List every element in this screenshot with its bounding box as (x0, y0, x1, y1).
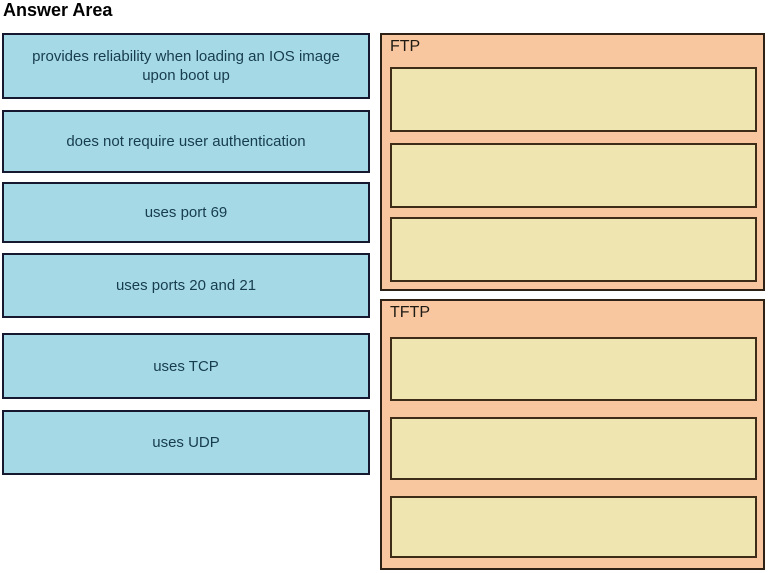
drag-item-label: provides reliability when loading an IOS… (32, 48, 340, 84)
drag-item-no-authentication[interactable]: does not require user authentication (2, 110, 370, 173)
drag-item-port-69[interactable]: uses port 69 (2, 182, 370, 243)
drag-item-label: uses ports 20 and 21 (115, 277, 257, 294)
drag-item-label: uses TCP (153, 357, 219, 375)
drop-slot-tftp-2[interactable] (390, 417, 757, 480)
drop-slot-ftp-3[interactable] (390, 217, 757, 282)
drop-panel-ftp-label: FTP (390, 38, 421, 55)
drag-item-reliability[interactable]: provides reliability when loading an IOS… (2, 33, 370, 99)
drop-panel-tftp-label: TFTP (390, 304, 430, 321)
drop-slot-tftp-1[interactable] (390, 337, 757, 401)
drop-slot-ftp-1[interactable] (390, 67, 757, 132)
drop-slot-ftp-2[interactable] (390, 143, 757, 208)
drag-item-label: uses UDP (152, 434, 220, 451)
drag-item-uses-udp[interactable]: uses UDP (2, 410, 370, 475)
drag-item-ports-20-21[interactable]: uses ports 20 and 21 (2, 253, 370, 318)
drop-panel-tftp: TFTP (380, 299, 765, 570)
drag-item-label: uses port 69 (144, 204, 228, 221)
page-title: Answer Area (3, 0, 113, 20)
drop-slot-tftp-3[interactable] (390, 496, 757, 558)
drag-item-uses-tcp[interactable]: uses TCP (2, 333, 370, 399)
drag-item-label: does not require user authentication (66, 133, 306, 150)
drop-panel-ftp: FTP (380, 33, 765, 291)
